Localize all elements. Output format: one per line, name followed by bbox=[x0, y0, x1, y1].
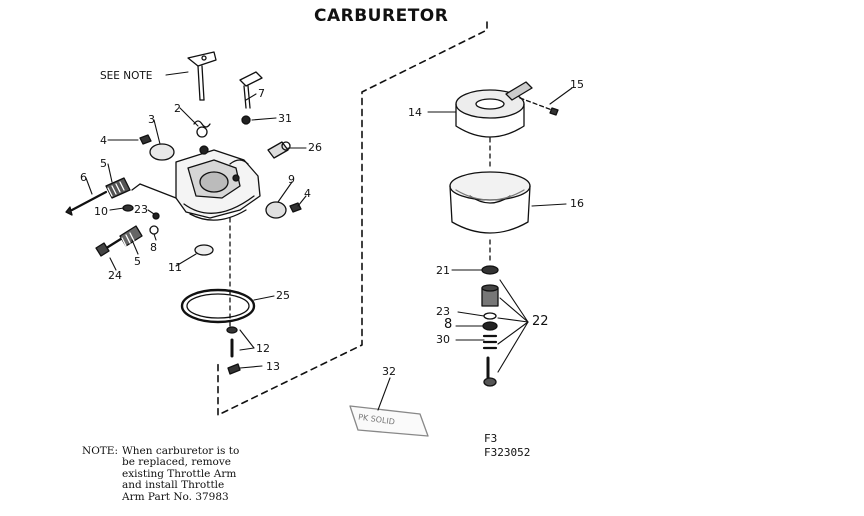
part-label-22: 22 bbox=[532, 314, 549, 329]
choke-plate-9 bbox=[265, 201, 287, 219]
o-ring-8-right bbox=[482, 321, 498, 331]
idle-mixture-screw bbox=[65, 177, 131, 216]
part-label-6: 6 bbox=[80, 171, 87, 184]
washer-23-right bbox=[483, 312, 497, 320]
part-label-23-right: 23 bbox=[436, 305, 450, 318]
part-label-7: 7 bbox=[258, 87, 265, 100]
throttle-arm-part bbox=[187, 51, 217, 101]
note-line-5: Arm Part No. 37983 bbox=[122, 490, 229, 503]
washer-23-left bbox=[152, 212, 160, 220]
seal-11 bbox=[194, 244, 214, 256]
part-label-8-right: 8 bbox=[444, 317, 453, 332]
part-label-10: 10 bbox=[94, 205, 108, 218]
part-label-23-left: 23 bbox=[134, 203, 148, 216]
part-label-5-lower: 5 bbox=[134, 255, 141, 268]
note-line-3: existing Throttle Arm bbox=[122, 467, 237, 480]
float-14 bbox=[455, 81, 533, 138]
screw-4-left bbox=[139, 134, 152, 145]
part-label-25: 25 bbox=[276, 289, 290, 302]
part-label-11: 11 bbox=[168, 261, 182, 274]
figure-code-full: F323052 bbox=[484, 446, 531, 459]
note-line-4: and install Throttle bbox=[122, 479, 225, 492]
part-label-9: 9 bbox=[288, 173, 295, 186]
part-label-12: 12 bbox=[256, 342, 270, 355]
figure-code-short: F3 bbox=[484, 432, 498, 445]
part-label-13: 13 bbox=[266, 360, 280, 373]
part-label-14: 14 bbox=[408, 106, 422, 119]
part-label-15: 15 bbox=[570, 78, 584, 91]
float-pin-15 bbox=[519, 97, 553, 111]
part-label-4-right: 4 bbox=[304, 187, 311, 200]
bowl-gasket-25 bbox=[180, 288, 256, 324]
fuel-fitting-26 bbox=[267, 141, 291, 159]
warning-label-32 bbox=[349, 405, 429, 437]
part-label-3: 3 bbox=[148, 113, 155, 126]
note-prefix: NOTE: bbox=[82, 445, 119, 457]
replacement-note: NOTE:When carburetor is to be replaced, … bbox=[82, 445, 240, 503]
part-label-26: 26 bbox=[308, 141, 322, 154]
carburetor-body bbox=[131, 145, 261, 221]
main-jet-assembly-22 bbox=[481, 284, 499, 387]
part-label-32: 32 bbox=[382, 365, 396, 378]
choke-shaft-part bbox=[239, 71, 263, 109]
group-dashed-boundary bbox=[217, 21, 488, 416]
part-label-30: 30 bbox=[436, 333, 450, 346]
part-label-2: 2 bbox=[174, 102, 181, 115]
part-label-8-left: 8 bbox=[150, 241, 157, 254]
note-line-1: When carburetor is to bbox=[122, 445, 240, 457]
float-bowl-16 bbox=[449, 171, 531, 234]
part-label-4-left: 4 bbox=[100, 134, 107, 147]
part-label-31: 31 bbox=[278, 112, 292, 125]
diagram-title: CARBURETOR bbox=[314, 6, 449, 26]
part-label-24: 24 bbox=[108, 269, 122, 282]
gasket-21 bbox=[481, 265, 499, 275]
spring-30 bbox=[482, 334, 498, 350]
part-label-16: 16 bbox=[570, 197, 584, 210]
part-31-ring bbox=[241, 115, 251, 125]
leader-lines bbox=[85, 71, 573, 411]
part-label-21: 21 bbox=[436, 264, 450, 277]
main-adjust-needle bbox=[95, 225, 143, 257]
throttle-shaft-spring bbox=[193, 120, 211, 138]
note-line-2: be replaced, remove bbox=[122, 456, 231, 469]
part-label-5-upper: 5 bbox=[100, 157, 107, 170]
throttle-plate bbox=[149, 143, 175, 161]
o-ring-8-left bbox=[149, 225, 159, 235]
see-note-label: SEE NOTE bbox=[100, 70, 153, 82]
inlet-needle-12-13 bbox=[226, 326, 241, 375]
